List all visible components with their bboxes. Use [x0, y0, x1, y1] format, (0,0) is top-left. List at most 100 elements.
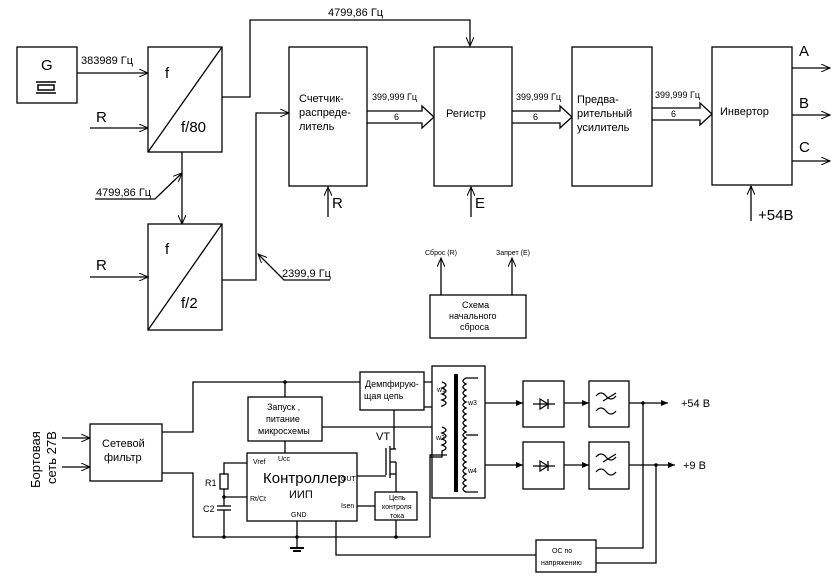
inverter-supply-label: +54В: [758, 207, 793, 224]
div80-freq-label: 4799,86 Гц: [96, 187, 152, 199]
init-reset-out-e-label: Запрет (E): [496, 250, 530, 257]
feedback-54v-wire: [596, 403, 644, 549]
current-sense-line-1: Цепь: [389, 495, 406, 502]
ground-icon: [290, 547, 304, 552]
lowpass-filter-2-block: [588, 441, 630, 490]
damper-block: Демпфирую- щая цепь: [359, 371, 425, 411]
pwm-controller-block: Vref Ucc Rt/Ct OUT Isen GND Контроллер И…: [246, 452, 358, 522]
output-54v-label: +54 В: [681, 398, 710, 410]
current-sense-line-3: тока: [390, 513, 404, 520]
bus1-width-label: 6: [394, 112, 399, 122]
startup-line-1: Запуск ,: [267, 402, 300, 412]
rectifier-1-block: [522, 380, 565, 428]
register-block: Регистр: [433, 46, 513, 187]
div2-bottom-label: f/2: [181, 295, 198, 312]
preamplifier-block: Предва- рительный усилитель: [571, 46, 653, 187]
pin-vref: Vref: [253, 459, 266, 466]
div2-freq-label: 2399,9 Гц: [282, 268, 332, 280]
current-sense-line-2: контроля: [382, 504, 412, 511]
initial-reset-block: Схема начального сброса: [429, 294, 527, 339]
vt-label: VT: [376, 431, 390, 443]
bus1-freq-label: 399,999 Гц: [372, 92, 417, 102]
div2-to-counter-wire: [222, 113, 289, 281]
div80-bottom-label: f/80: [181, 119, 206, 136]
input-label: Бортовая сеть 27В: [28, 431, 59, 488]
current-sense-block: Цепь контроля тока: [374, 491, 418, 521]
bus-counter-register: 399,999 Гц 6: [367, 92, 435, 130]
inverter-output-a-label: A: [799, 43, 809, 60]
damper-line-2: щая цепь: [364, 391, 404, 401]
bus2-freq-label: 399,999 Гц: [516, 92, 561, 102]
counter-label-line-2: распреде-: [299, 107, 351, 119]
filter-line-1: Сетевой: [102, 438, 145, 450]
top-freq-label: 4799,86 Гц: [328, 7, 384, 19]
winding-w1: [440, 381, 447, 407]
c2-label: C2: [203, 504, 215, 514]
feedback-wire: [335, 521, 536, 556]
init-reset-out-r-label: Сброс (R): [425, 249, 457, 257]
filter-wave-icon: [595, 453, 617, 476]
divider-80-block: f f/80: [147, 46, 223, 153]
mosfet-vt-icon: [385, 446, 397, 496]
transformer-block: w1 w2 w3 w4: [430, 365, 486, 499]
inverter-block: Инвертор: [711, 46, 793, 186]
filter-line-2: фильтр: [104, 452, 142, 464]
capacitor-c2: [217, 505, 231, 511]
lowpass-filter-1-block: [588, 380, 630, 428]
diode-icon: [533, 397, 555, 411]
r1-label: R1: [205, 478, 217, 488]
counter-label-line-1: Счетчик-: [299, 93, 344, 105]
div2-top-label: f: [165, 241, 170, 258]
pin-gnd: GND: [291, 512, 307, 519]
inverter-output-c-label: C: [799, 139, 810, 156]
inverter-label: Инвертор: [720, 106, 769, 118]
pin-ucc: Ucc: [278, 456, 291, 463]
resistor-r1: [219, 473, 229, 490]
counter-label-line-3: литель: [299, 121, 335, 133]
bus-register-preamp: 399,999 Гц 6: [512, 92, 573, 130]
rectifier-2-block: [522, 441, 565, 490]
div80-to-register-wire: [222, 19, 470, 98]
generator-label: G: [41, 57, 53, 74]
winding-w4-label: w4: [467, 468, 477, 475]
feedback-9v-wire: [596, 465, 657, 564]
divider-2-block: f f/2: [147, 223, 223, 331]
supply-rail-wire: [162, 381, 360, 433]
bus-preamp-inverter: 399,999 Гц 6: [652, 90, 713, 127]
pin-out: OUT: [341, 476, 357, 483]
winding-w2: [430, 426, 447, 458]
pin-rtct: Rt/Ct: [250, 496, 266, 503]
div80-top-label: f: [165, 65, 170, 82]
bus3-width-label: 6: [671, 109, 676, 119]
feedback-line-1: ОС по: [552, 548, 572, 555]
counter-distributor-block: Счетчик- распреде- литель: [288, 46, 368, 187]
preamp-label-line-3: усилитель: [577, 122, 630, 134]
generator-block: G: [16, 46, 78, 104]
init-reset-line-1: Схема: [462, 300, 489, 310]
controller-line-1: Контроллер: [263, 470, 346, 487]
div2-freq-leader: [258, 254, 330, 281]
input-label-line-2: сеть 27В: [44, 431, 59, 484]
init-reset-line-3: сброса: [460, 322, 489, 332]
startup-line-2: питание: [266, 414, 300, 424]
input-label-line-1: Бортовая: [28, 431, 43, 488]
voltage-feedback-block: ОС по напряжению: [535, 539, 597, 573]
init-reset-line-2: начального: [449, 311, 496, 321]
pin-isen: Isen: [341, 503, 354, 510]
preamp-label-line-2: рительный: [577, 108, 632, 120]
winding-w3-label: w3: [467, 400, 477, 407]
winding-w3-w4: [462, 377, 478, 493]
bus2-width-label: 6: [533, 112, 538, 122]
network-filter-block: Сетевой фильтр: [89, 423, 163, 482]
div80-freq-leader: [95, 173, 182, 200]
inverter-output-b-label: B: [799, 95, 809, 112]
register-label: Регистр: [446, 108, 486, 120]
damper-line-1: Демпфирую-: [365, 379, 419, 389]
winding-w1-label: w1: [436, 387, 446, 394]
div80-reset-label: R: [96, 109, 107, 126]
feedback-line-2: напряжению: [541, 560, 582, 567]
crystal-icon: [36, 81, 56, 94]
register-enable-label: E: [475, 195, 485, 212]
vref-wire: [223, 462, 247, 474]
diode-icon: [533, 459, 555, 473]
